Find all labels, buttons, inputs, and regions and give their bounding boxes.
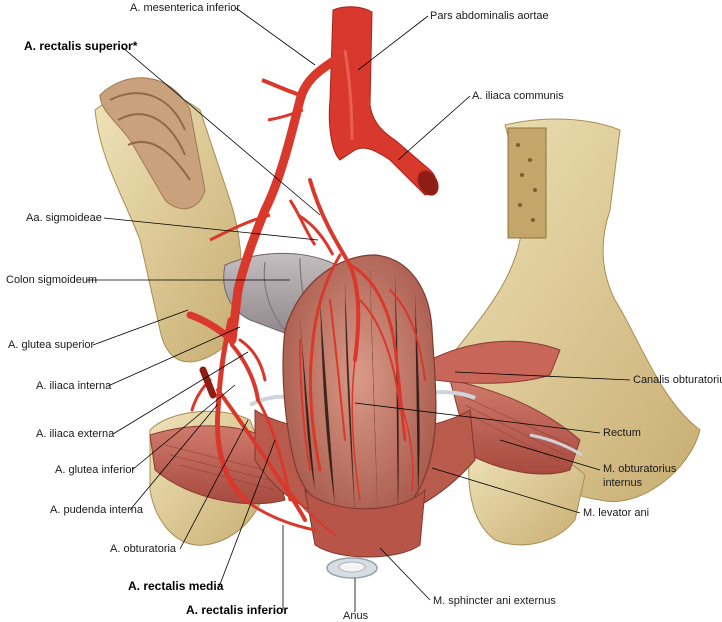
label-rectalis-superior: A. rectalis superior*: [24, 39, 138, 53]
sigmoid-arteries: [209, 213, 271, 242]
label-iliaca-interna: A. iliaca interna: [36, 380, 112, 392]
leader-lines: [87, 7, 631, 612]
label-rectum: Rectum: [603, 427, 641, 439]
label-pudenda-interna: A. pudenda interna: [50, 504, 144, 516]
label-obturatoria: A. obturatoria: [110, 543, 177, 555]
label-canalis-obturatorius: Canalis obturatorius: [633, 374, 722, 386]
label-colon-sigmoideum: Colon sigmoideum: [6, 274, 97, 286]
right-upper-obturator: [429, 340, 561, 384]
label-obturatorius-internus-1: M. obturatorius: [603, 463, 677, 475]
label-obturatorius-internus-2: internus: [603, 477, 643, 489]
label-anus: Anus: [343, 610, 369, 622]
label-rectalis-inferior: A. rectalis inferior: [186, 603, 288, 617]
common-iliac-cut: [417, 170, 439, 196]
label-sigmoideae: Aa. sigmoideae: [26, 212, 102, 224]
external-iliac-cut: [199, 366, 217, 399]
sphincter-muscle: [304, 488, 426, 558]
inferior-mesenteric-artery: [227, 55, 340, 345]
label-glutea-superior: A. glutea superior: [8, 339, 95, 351]
right-obturator-muscle: [449, 379, 581, 475]
label-iliaca-communis: A. iliaca communis: [472, 90, 564, 102]
label-glutea-inferior: A. glutea inferior: [55, 464, 135, 476]
label-sphincter: M. sphincter ani externus: [433, 595, 556, 607]
internal-iliac-branches: [186, 311, 336, 536]
label-levator-ani: M. levator ani: [583, 507, 649, 519]
ilium-cut-surface: [507, 127, 547, 239]
aorta: [328, 6, 437, 196]
label-pars-abdominalis: Pars abdominalis aortae: [430, 10, 549, 22]
label-rectalis-media: A. rectalis media: [128, 579, 224, 593]
label-mesenterica-inferior: A. mesenterica inferior: [130, 2, 240, 14]
superior-rectal-branches: [299, 178, 426, 501]
label-iliaca-externa: A. iliaca externa: [36, 428, 115, 440]
